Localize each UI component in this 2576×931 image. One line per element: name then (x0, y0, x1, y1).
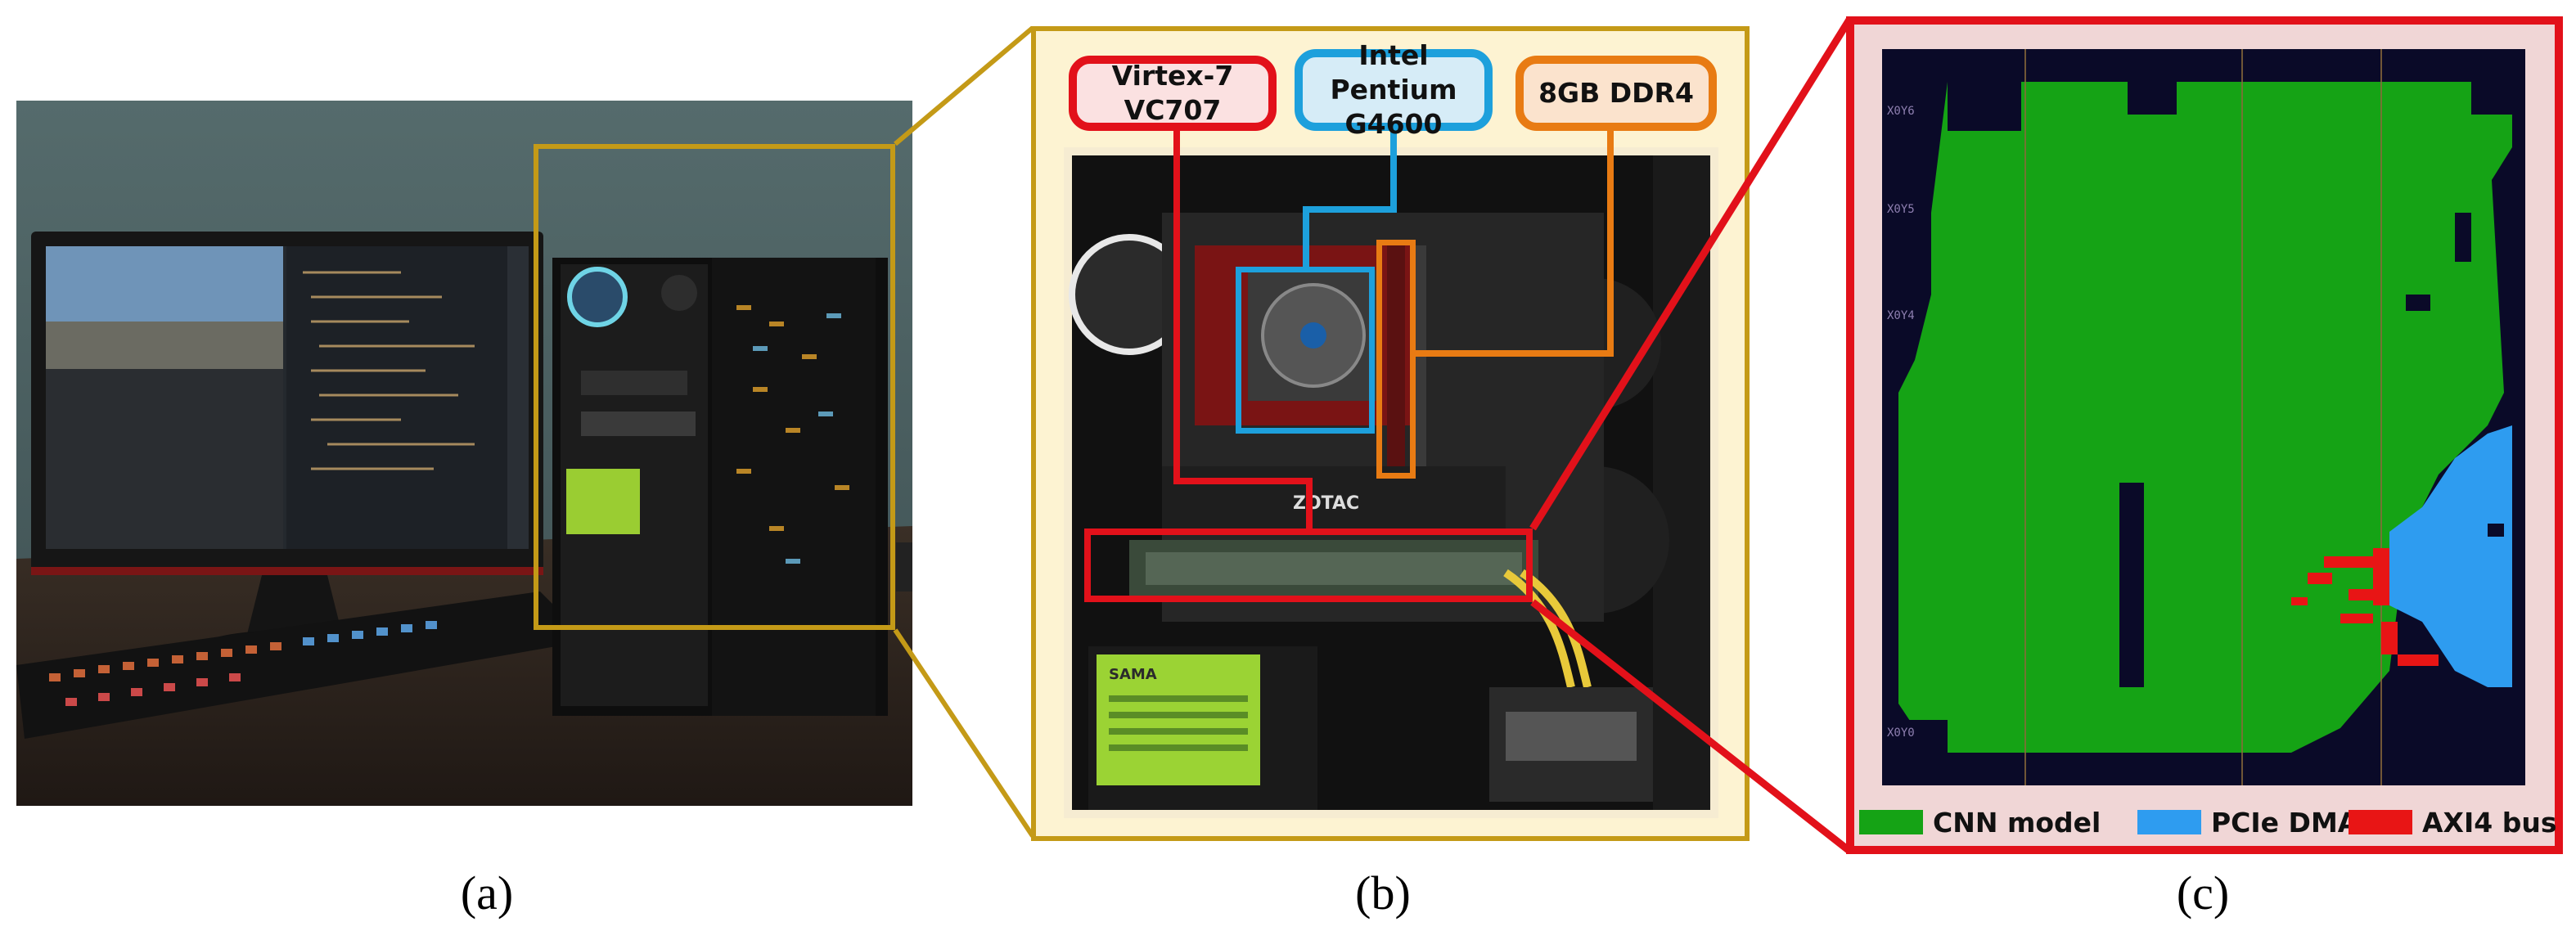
workstation-photo-illustration (16, 101, 912, 806)
panel-b-photo: ZOTAC SAMA (1064, 147, 1718, 818)
caption-b: (b) (1355, 866, 1411, 920)
region-label-x0y6: X0Y6 (1887, 105, 1915, 118)
caption-c: (c) (2176, 866, 2230, 920)
fpga-floorplan-illustration: X0Y6 X0Y5 X0Y4 X0Y0 (1882, 49, 2525, 785)
cpu-label: Intel Pentium G4600 (1330, 39, 1457, 140)
panel-a-photo (16, 101, 912, 806)
region-label-x0y0: X0Y0 (1887, 726, 1915, 740)
legend-swatch-pcie (2137, 810, 2201, 834)
ram-label: 8GB DDR4 (1538, 77, 1694, 109)
legend-swatch-axi (2349, 810, 2412, 834)
pc-internals-illustration: ZOTAC SAMA (1064, 147, 1718, 818)
legend-label-cnn: CNN model (1933, 807, 2101, 839)
cpu-highlight-box (1236, 267, 1375, 434)
legend-label-axi: AXI4 bus (2422, 807, 2557, 839)
panel-c-floorplan: X0Y6 X0Y5 X0Y4 X0Y0 (1882, 49, 2525, 785)
region-label-x0y5: X0Y5 (1887, 203, 1915, 216)
ram-callout: 8GB DDR4 (1515, 56, 1717, 131)
psu-brand-text: SAMA (1109, 666, 1157, 683)
fpga-highlight-box (1084, 528, 1533, 602)
ram-highlight-box (1376, 240, 1416, 479)
case-highlight-box (534, 144, 895, 630)
fpga-board-label: Virtex-7 VC707 (1111, 60, 1234, 126)
gpu-brand-text: ZOTAC (1293, 493, 1359, 514)
caption-a: (a) (460, 866, 514, 920)
legend-swatch-cnn (1859, 810, 1923, 834)
legend-label-pcie: PCIe DMA (2211, 807, 2359, 839)
fpga-board-callout: Virtex-7 VC707 (1069, 56, 1277, 131)
cpu-callout: Intel Pentium G4600 (1295, 39, 1493, 140)
region-label-x0y4: X0Y4 (1887, 309, 1915, 322)
